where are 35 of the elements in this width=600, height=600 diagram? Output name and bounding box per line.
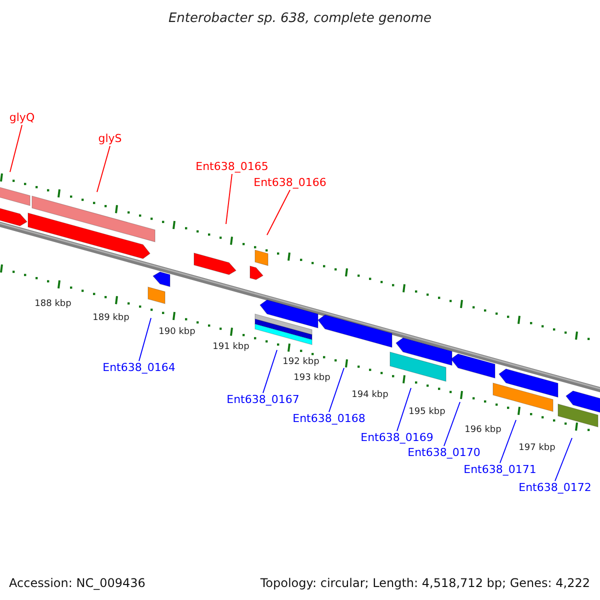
diagram-title: Enterobacter sp. 638, complete genome [168, 10, 432, 28]
leader-line [444, 402, 460, 446]
accession-text: Accession: NC_009436 [9, 575, 146, 592]
gene-label: glyQ [9, 111, 35, 125]
gene-label: Ent638_0167 [226, 393, 300, 407]
gene-label: Ent638_0170 [408, 446, 480, 460]
scale-label: 194 kbp [352, 390, 388, 401]
scale-label: 192 kbp [282, 357, 320, 368]
leader-line [266, 190, 290, 236]
leader-line [226, 174, 232, 224]
genome-stats-text: Topology: circular; Length: 4,518,712 bp; Genes: 4,222 [260, 575, 590, 592]
gene-label: Ent638_0172 [518, 481, 592, 495]
gene-label: glyS [98, 132, 122, 146]
scale-label: 191 kbp [212, 342, 250, 353]
leader-line [10, 124, 22, 172]
scale-label: 190 kbp [158, 327, 196, 338]
scale-label: 189 kbp [92, 313, 130, 324]
scale-label: 193 kbp [294, 373, 330, 384]
gene-label: Ent638_0165 [196, 160, 268, 174]
leader-line [138, 318, 152, 362]
leader-line [500, 420, 516, 464]
gene-label: Ent638_0164 [102, 361, 176, 375]
gene-label: Ent638_0168 [292, 412, 366, 426]
gene-label: Ent638_0166 [254, 176, 326, 190]
leader-line [396, 388, 412, 432]
leader-line [328, 368, 344, 412]
gene-label: Ent638_0169 [360, 431, 434, 445]
scale-label: 195 kbp [408, 407, 446, 418]
gene-label: Ent638_0171 [464, 463, 536, 477]
leader-line [554, 438, 572, 482]
scale-label: 196 kbp [464, 425, 502, 436]
leader-line [262, 350, 278, 394]
leader-line [96, 146, 110, 192]
scale-label: 188 kbp [34, 299, 72, 310]
scale-label: 197 kbp [518, 443, 556, 454]
